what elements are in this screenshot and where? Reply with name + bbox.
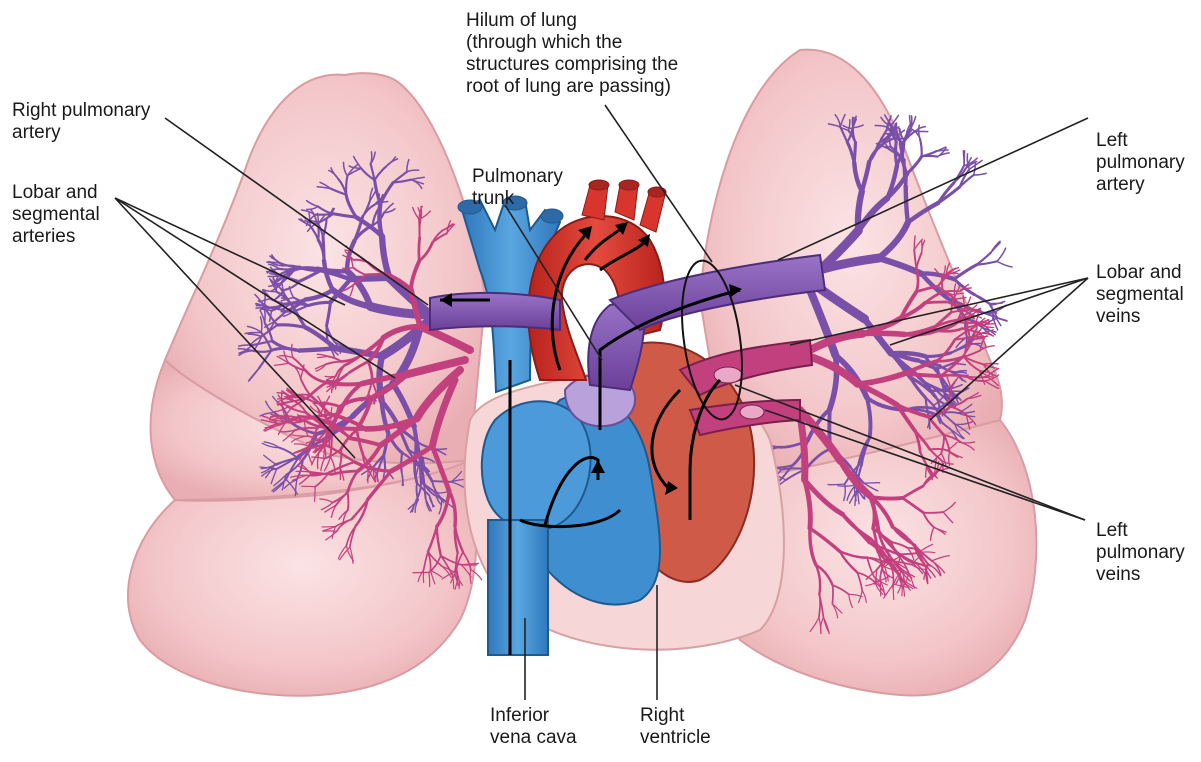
- vessel-branch: [896, 123, 897, 135]
- vessel-branch: [315, 487, 316, 502]
- vessel-branch: [925, 302, 947, 303]
- vessel-branch: [863, 333, 905, 334]
- label-left-pulmonary-veins: Left pulmonary veins: [1096, 520, 1185, 586]
- right-lung: [128, 73, 485, 696]
- vessel-branch: [954, 265, 976, 279]
- vessel-branch: [420, 458, 421, 482]
- label-lobar-segmental-arteries: Lobar and segmental arteries: [12, 182, 100, 248]
- vessel-branch: [322, 526, 335, 527]
- vessel-branch: [974, 336, 987, 337]
- vessel-branch: [941, 375, 967, 377]
- vessel-branch: [906, 186, 908, 222]
- label-hilum-of-lung: Hilum of lung (through which the structu…: [466, 10, 678, 98]
- vessel-branch: [870, 497, 902, 499]
- vessel-branch: [327, 382, 362, 384]
- vessel-branch: [922, 156, 938, 157]
- vessel-branch: [991, 241, 1000, 252]
- vessel-branch: [974, 173, 986, 175]
- vessel-branch: [264, 290, 265, 307]
- label-inferior-vena-cava: Inferior vena cava: [490, 705, 577, 749]
- vessel-branch: [419, 219, 420, 237]
- vessel-branch: [923, 512, 943, 513]
- inferior-vena-cava-vessel: [488, 520, 548, 655]
- vessel-branch: [368, 470, 369, 482]
- vessel-branch: [299, 348, 335, 350]
- vessel-branch: [903, 374, 940, 376]
- vessel-branch: [419, 238, 420, 261]
- vessel-branch: [920, 139, 922, 157]
- label-right-ventricle: Right ventricle: [640, 705, 711, 749]
- vessel-branch: [832, 585, 833, 604]
- vessel-branch: [329, 428, 366, 429]
- vessel-branch: [323, 237, 324, 261]
- vessel-branch: [974, 162, 976, 175]
- label-right-pulmonary-artery: Right pulmonary artery: [12, 100, 150, 144]
- label-left-pulmonary-artery: Left pulmonary artery: [1096, 130, 1185, 196]
- vessel-branch: [983, 364, 998, 365]
- vessel-branch: [309, 446, 329, 447]
- vessel-branch: [997, 248, 1006, 261]
- vessel-branch: [379, 194, 380, 208]
- vessel-branch: [989, 303, 1002, 304]
- vessel-branch: [936, 150, 948, 151]
- vessel-branch: [942, 277, 943, 292]
- vessel-branch: [828, 484, 845, 485]
- label-pulmonary-trunk: Pulmonary trunk: [472, 166, 563, 210]
- vessel-branch: [997, 261, 1012, 267]
- vessel-branch: [348, 492, 349, 510]
- label-lobar-segmental-veins: Lobar and segmental veins: [1096, 262, 1184, 328]
